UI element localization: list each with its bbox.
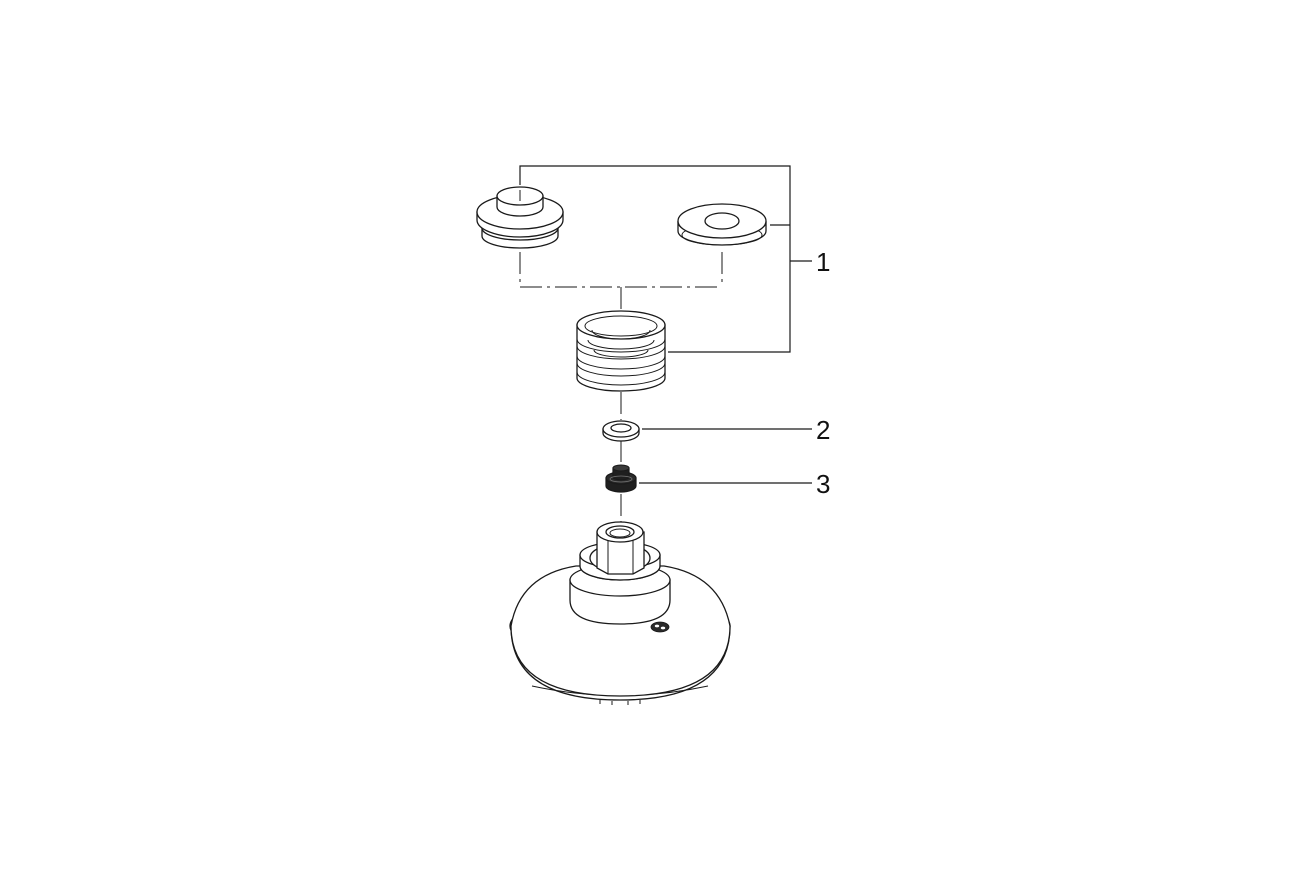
bracket-leaders-1 [519,165,812,353]
brand-mark-icon [650,621,670,633]
threaded-sleeve [576,310,666,392]
callout-2: 2 [816,415,830,445]
shower-head [509,521,731,705]
washer [602,420,640,442]
callout-3: 3 [816,469,830,499]
rosette-ring [677,203,767,246]
callout-1: 1 [816,247,830,277]
flow-restrictor [605,464,637,493]
assembly-axes [519,252,723,522]
cover-cap [476,186,564,249]
